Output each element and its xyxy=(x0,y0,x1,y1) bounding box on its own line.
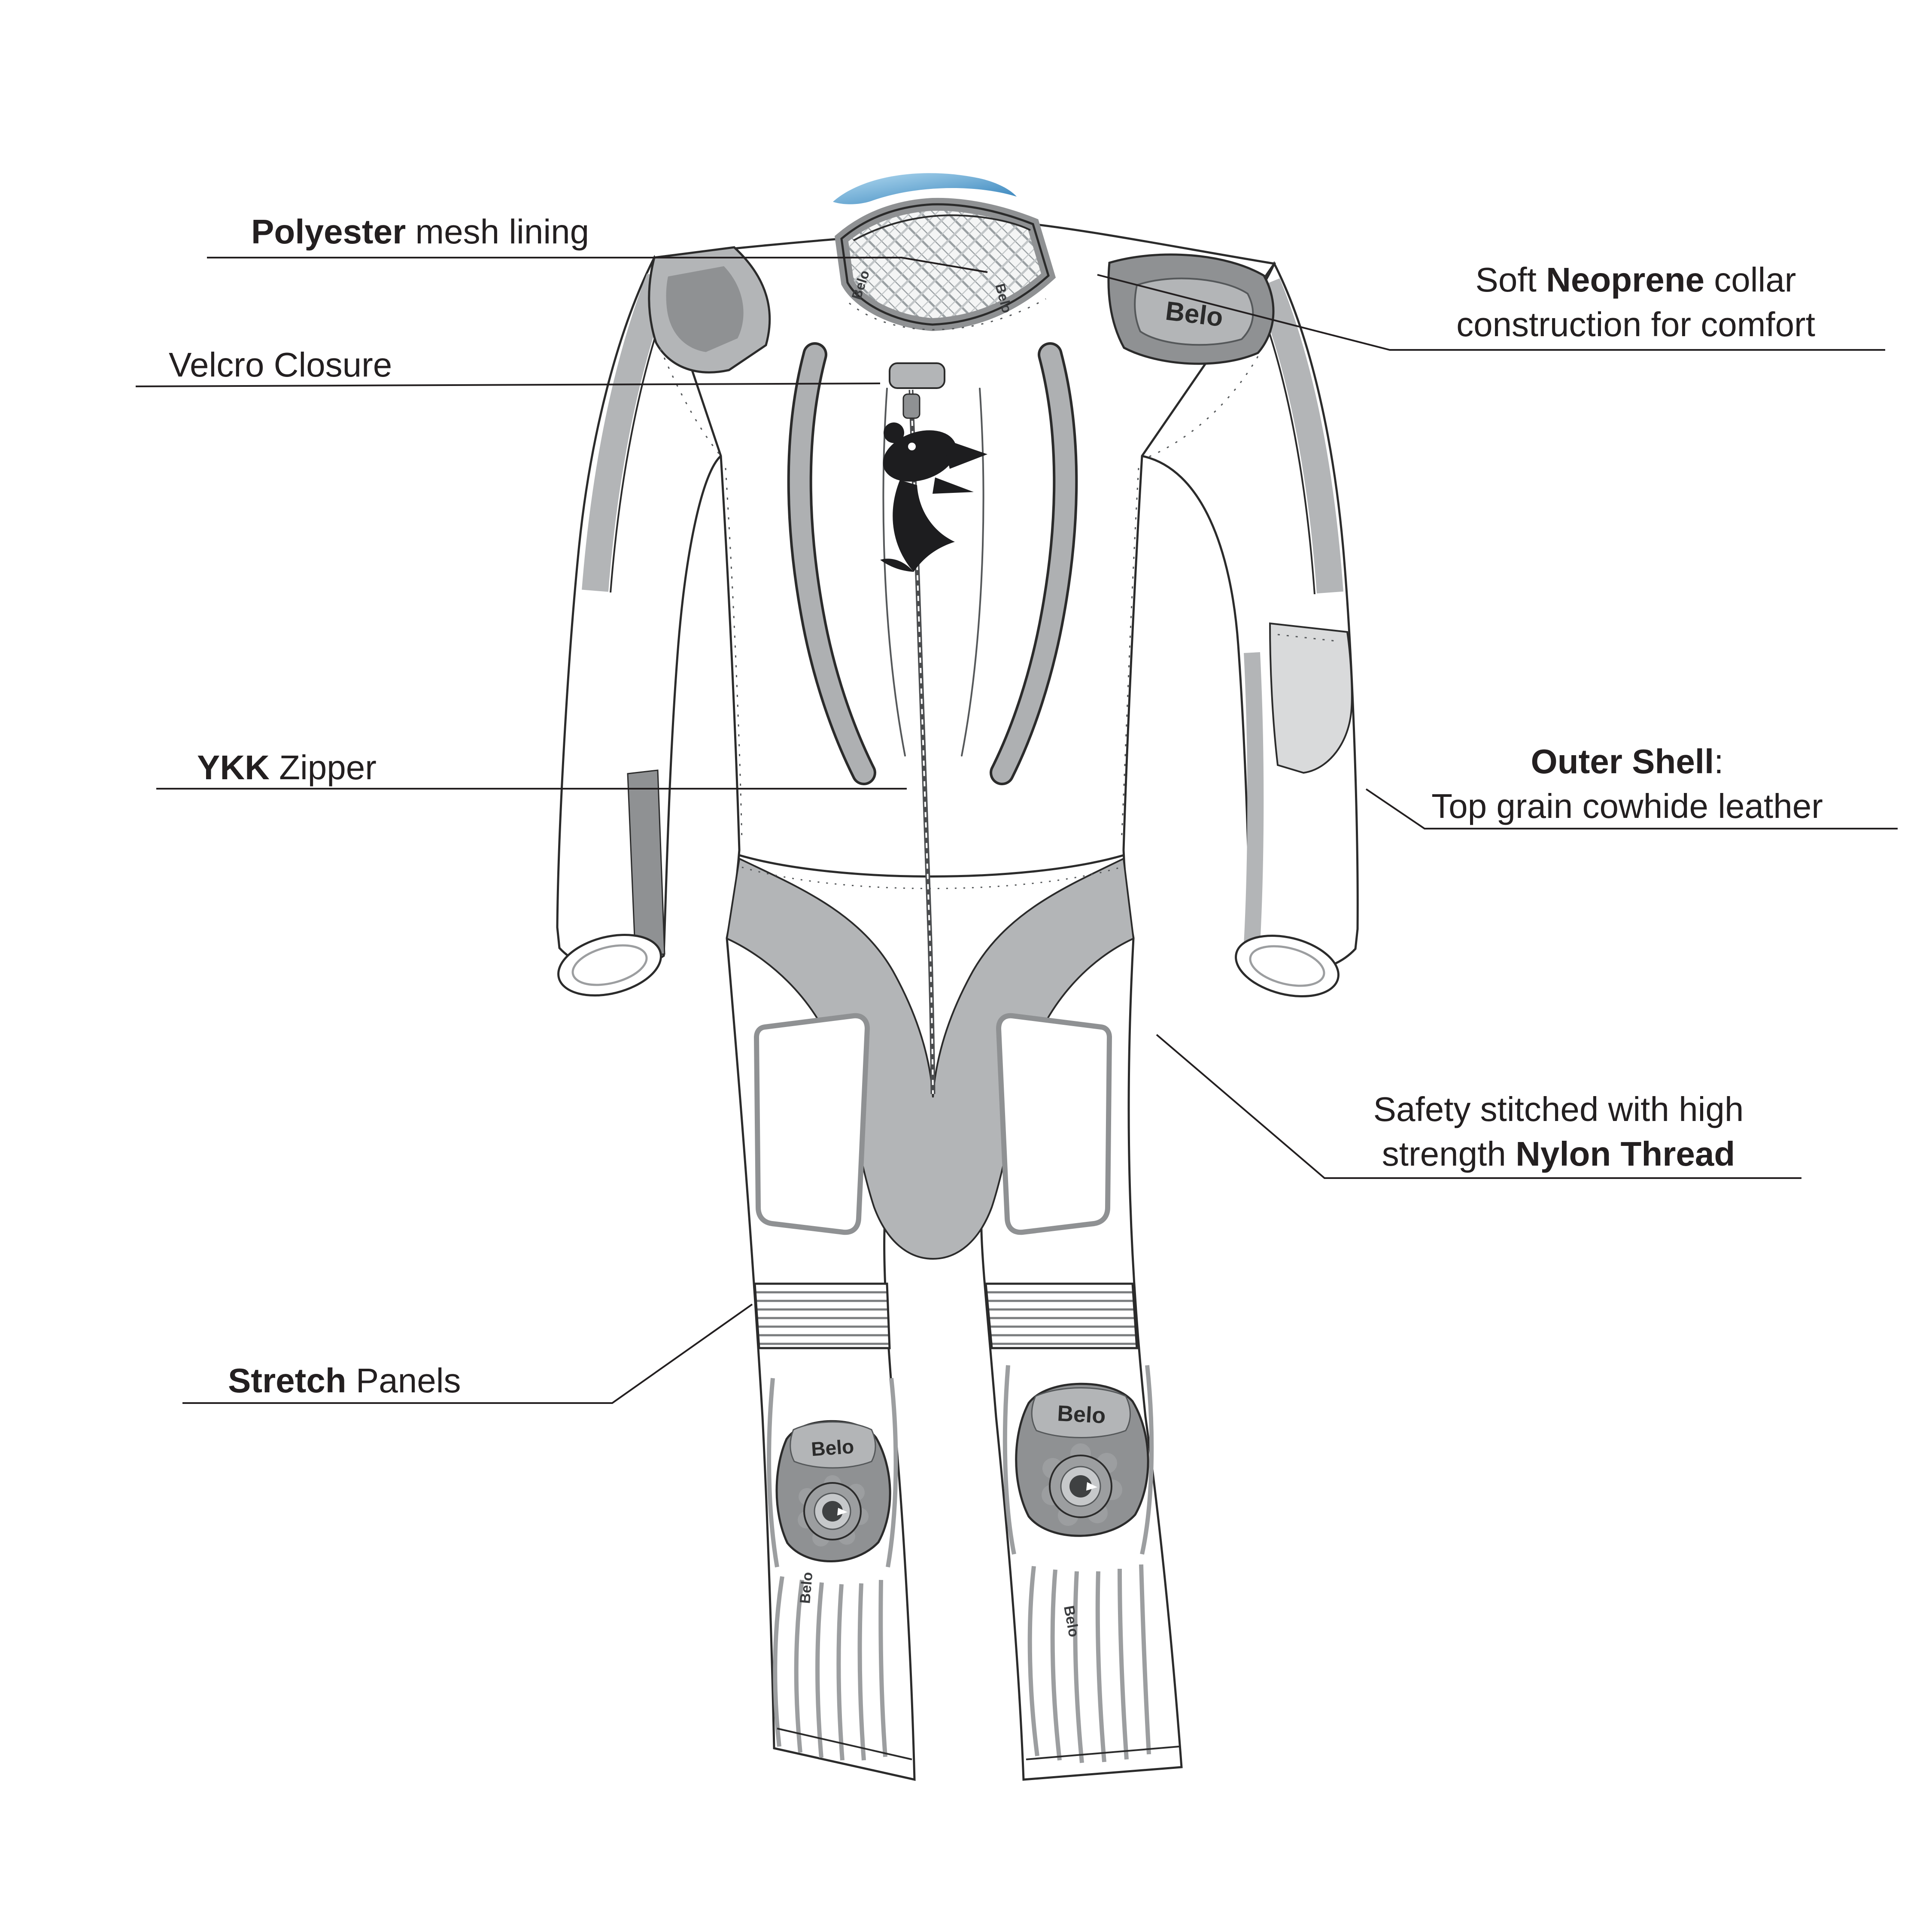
velcro-tab xyxy=(889,362,945,389)
callout-stretch-bold: Stretch xyxy=(228,1361,346,1400)
callout-nylon-line1: Safety stitched with high xyxy=(1373,1090,1744,1128)
leader-stretch xyxy=(182,1303,753,1404)
callout-outer-shell-label: Outer Shell: Top grain cowhide leather xyxy=(1352,739,1902,829)
arm-panels xyxy=(582,273,1353,958)
brand-text-shoulder: Belo xyxy=(1164,296,1225,333)
callout-neoprene-line2: construction for comfort xyxy=(1456,305,1815,343)
callout-nylon-line2: strength Nylon Thread xyxy=(1382,1135,1735,1173)
chest-swooshes xyxy=(787,342,1078,785)
leader-polyester xyxy=(207,257,988,273)
waist-seam xyxy=(739,854,1124,889)
wrist-cuffs xyxy=(557,933,1340,998)
callout-ykk-bold: YKK xyxy=(197,748,270,787)
callout-neoprene-line1: Soft Neoprene collar xyxy=(1475,261,1796,299)
callout-polyester-bold: Polyester xyxy=(251,213,406,251)
callout-stretch-rest: Panels xyxy=(346,1361,461,1400)
left-forearm-strip xyxy=(627,769,665,958)
knee-puck-right xyxy=(1042,1443,1122,1526)
callout-velcro-text: Velcro Closure xyxy=(169,346,392,384)
stretch-panel-left xyxy=(753,1282,891,1349)
bear-logo xyxy=(880,422,987,572)
knee-slider-right: Belo xyxy=(1015,1382,1149,1537)
zipper-pull xyxy=(902,393,920,419)
stretch-panel-right xyxy=(984,1282,1138,1349)
callout-polyester-label: Polyester mesh lining xyxy=(251,210,589,254)
callout-nylon-label: Safety stitched with high strength Nylon… xyxy=(1305,1087,1812,1176)
thigh-panels xyxy=(753,1013,1112,1235)
leader-nylon-thread xyxy=(1156,1034,1801,1179)
shoulder-panels: Belo xyxy=(648,246,1275,374)
callout-neoprene-label: Soft Neoprene collar construction for co… xyxy=(1365,258,1906,347)
leader-neoprene xyxy=(1097,274,1885,351)
ankle-cuffs xyxy=(777,1728,1179,1760)
callout-outer-shell-line1: Outer Shell: xyxy=(1531,742,1724,781)
callout-ykk-rest: Zipper xyxy=(269,748,377,787)
stretch-panels xyxy=(753,1282,1138,1349)
callout-stretch-label: Stretch Panels xyxy=(228,1358,461,1403)
leader-outer-shell xyxy=(1365,788,1898,829)
seam-stitching xyxy=(659,298,1259,843)
leader-velcro xyxy=(135,383,881,387)
callout-ykk-label: YKK Zipper xyxy=(197,745,377,790)
right-elbow-patch xyxy=(1269,622,1353,774)
callout-outer-shell-line2: Top grain cowhide leather xyxy=(1431,787,1823,825)
collar-swoosh-accent xyxy=(833,173,1017,204)
leg-stripes xyxy=(767,1365,1154,1763)
brand-text-knee-left: Belo xyxy=(811,1435,855,1461)
knee-puck-left xyxy=(798,1475,869,1546)
callout-polyester-rest: mesh lining xyxy=(406,213,589,251)
callout-velcro-label: Velcro Closure xyxy=(169,343,392,387)
brand-text-shin-left: Belo xyxy=(797,1571,816,1604)
knee-slider-left: Belo xyxy=(775,1420,891,1562)
leader-lines xyxy=(135,257,1898,1404)
brand-text-knee-right: Belo xyxy=(1057,1401,1106,1428)
